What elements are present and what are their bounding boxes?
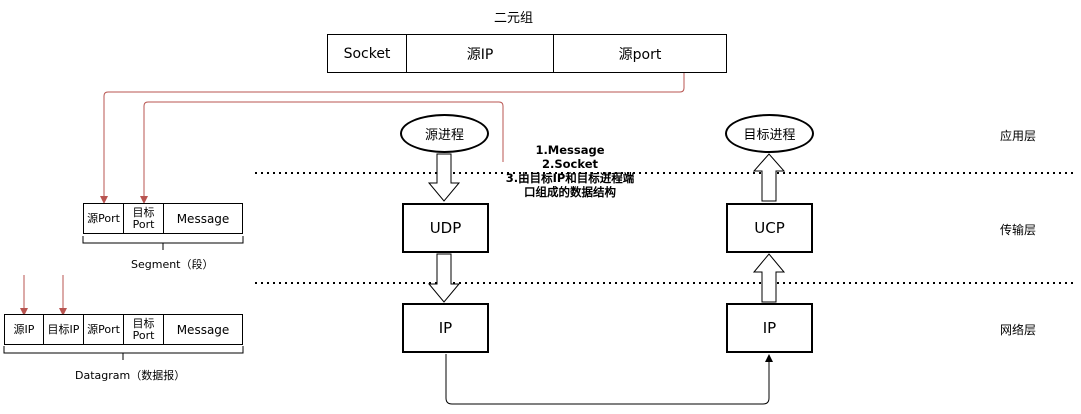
arrowhead-dstport [140,196,148,204]
segment-caption: Segment（段） [131,258,214,271]
layer-application-label: 应用层 [1000,129,1037,143]
segment-cell-message: Message [163,203,243,234]
ucp-box: UCP [726,203,813,253]
tuple-cell-socket: Socket [327,34,407,73]
tuple-cell-src-ip: 源IP [406,34,554,73]
datagram-cell-src-ip: 源IP [4,314,44,345]
datagram-cell-src-port: 源Port [83,314,124,345]
layer-network-label: 网络层 [1000,323,1037,337]
tuple-title: 二元组 [494,11,534,26]
arrow-ip-ucp [752,253,786,303]
datagram-cell-dst-ip: 目标IP [43,314,84,345]
layer-transport-label: 传输层 [1000,223,1037,237]
datagram-brace [3,346,244,360]
arrowhead-srcport [100,196,108,204]
datagram-cell-message: Message [163,314,243,345]
network-link [445,354,770,405]
datagram-cell-dst-port: 目标 Port [123,314,164,345]
source-process: 源进程 [400,114,489,153]
left-ip-box: IP [402,303,489,353]
notes-block: 1.Message 2.Socket 3.由目标IP和目标进程端 口组成的数据结… [470,143,670,199]
arrowhead-network [765,354,773,362]
arrow-udp-ip [427,253,461,303]
datagram-caption: Datagram（数据报） [75,369,186,382]
arrow-ucp-dstproc [752,153,786,202]
tuple-cell-src-port: 源port [553,34,727,73]
right-ip-box: IP [726,303,813,353]
segment-cell-src-port: 源Port [83,203,124,234]
note-line-4: 口组成的数据结构 [524,185,616,199]
target-process: 目标进程 [725,114,814,153]
connector-srcport-to-segment [103,72,685,197]
note-line-1: 1.Message [535,143,605,157]
connector-notes-to-segment [143,101,504,197]
arrow-srcproc-udp [427,153,461,202]
segment-cell-dst-port: 目标 Port [123,203,164,234]
note-line-3: 3.由目标IP和目标进程端 [505,171,635,185]
udp-box: UDP [402,203,489,253]
segment-brace [82,236,244,250]
note-line-2: 2.Socket [541,157,598,171]
